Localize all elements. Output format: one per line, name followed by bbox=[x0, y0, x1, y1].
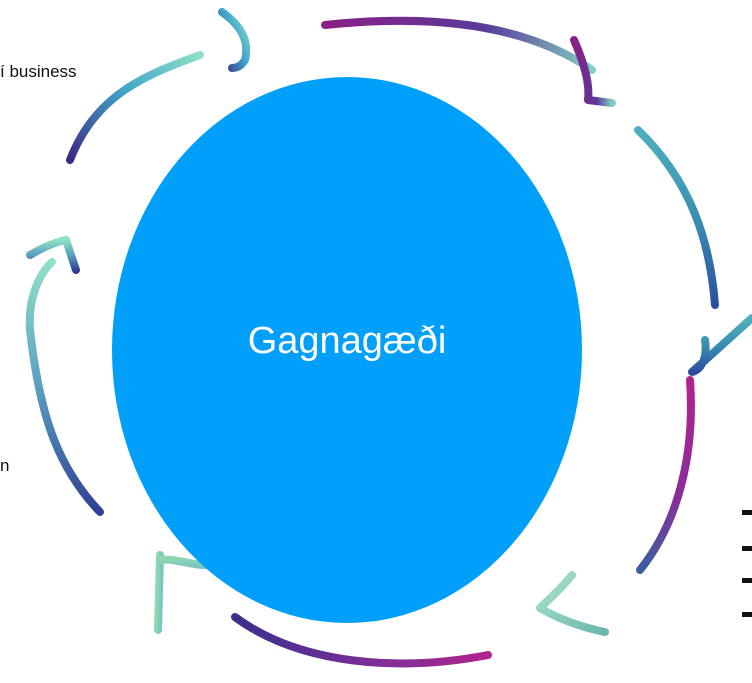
center-label: Gagnagæði bbox=[247, 319, 447, 362]
arrow-bottom bbox=[231, 613, 492, 668]
bullet-marker bbox=[742, 510, 752, 515]
bullet-marker bbox=[742, 546, 752, 551]
arrow-right-lower bbox=[636, 376, 695, 574]
bullet-marker bbox=[742, 612, 752, 617]
arrow-bottom-right bbox=[536, 571, 609, 636]
arrow-bottom-left bbox=[154, 551, 209, 634]
arrow-left bbox=[25, 236, 104, 516]
text-fragment-top-left: í business bbox=[0, 62, 77, 81]
arrow-right-upper bbox=[634, 126, 752, 376]
center-circle: Gagnagæði bbox=[112, 77, 582, 623]
bullet-marker bbox=[742, 578, 752, 583]
arrow-top-left bbox=[66, 8, 251, 164]
arrow-top bbox=[321, 16, 616, 107]
text-fragment-mid-left: n bbox=[0, 456, 10, 475]
